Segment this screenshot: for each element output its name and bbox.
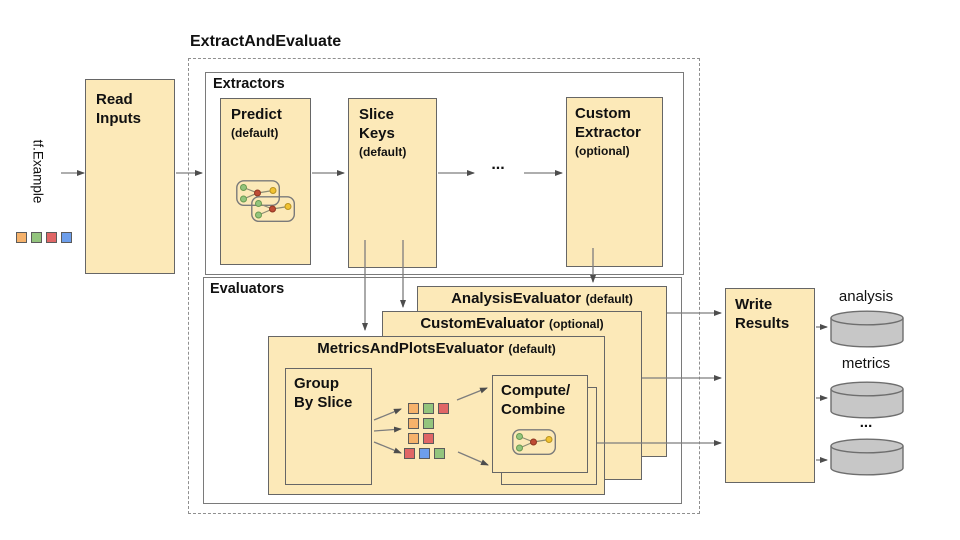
custom-extractor-title: Custom Extractor [575,105,641,141]
orange-data-square [408,418,419,429]
analysis-evaluator-title: AnalysisEvaluator [451,290,582,307]
read-inputs-box: Read Inputs [85,79,175,274]
slice-keys-title: Slice Keys [359,106,395,142]
custom-evaluator-title: CustomEvaluator [420,315,545,332]
pipeline-title: ExtractAndEvaluate [190,33,342,50]
write-results-box: Write Results [725,288,815,483]
red-data-square [438,403,449,414]
compute-combine-box: Compute/ Combine [492,375,588,473]
model-graph-icon [512,429,557,456]
metrics-and-plots-evaluator-qualifier: (default) [508,342,556,356]
read-inputs-title: Read Inputs [96,91,141,127]
slice-keys-extractor-box: Slice Keys (default) [348,98,437,268]
orange-data-square [408,433,419,444]
tf-example-label: tf.Example [30,139,46,204]
database-cylinder-icon [830,381,904,419]
predict-qualifier: (default) [231,125,279,140]
analysis-evaluator-qualifier: (default) [585,292,633,306]
green-data-square [423,418,434,429]
blue-data-square [61,232,72,243]
orange-data-square [16,232,27,243]
group-by-slice-box: Group By Slice [285,368,372,485]
slice-row [408,403,449,414]
output-analysis-label: analysis [838,288,894,305]
database-cylinder-icon [830,438,904,476]
slice-keys-qualifier: (default) [359,144,407,159]
green-data-square [434,448,445,459]
blue-data-square [419,448,430,459]
group-by-slice-title: Group By Slice [294,375,353,411]
database-cylinder-icon [830,310,904,348]
compute-combine-title: Compute/ Combine [501,382,571,418]
write-results-title: Write Results [735,296,790,332]
slice-row [408,433,434,444]
red-data-square [423,433,434,444]
input-example-squares [16,232,72,243]
metrics-and-plots-evaluator-title: MetricsAndPlotsEvaluator [317,340,504,357]
extractors-label: Extractors [213,76,285,92]
red-data-square [404,448,415,459]
red-data-square [46,232,57,243]
custom-extractor-box: Custom Extractor (optional) [566,97,663,267]
custom-extractor-qualifier: (optional) [575,143,630,158]
model-graph-icon [236,180,296,223]
custom-evaluator-qualifier: (optional) [549,317,604,331]
green-data-square [31,232,42,243]
orange-data-square [408,403,419,414]
slice-row [404,448,445,459]
predict-title: Predict [231,106,282,123]
green-data-square [423,403,434,414]
evaluators-label: Evaluators [210,281,285,297]
extractors-ellipsis: ... [491,156,505,173]
slice-row [408,418,434,429]
output-metrics-label: metrics [841,355,891,372]
